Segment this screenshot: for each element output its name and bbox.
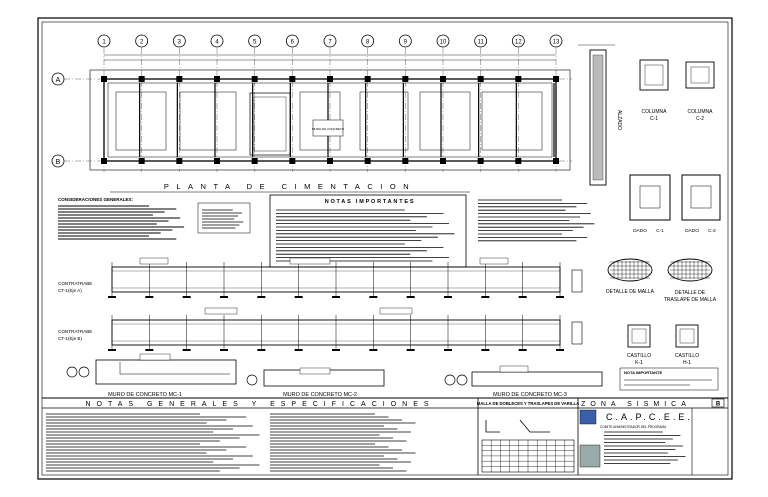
general-notes-title: NOTAS GENERALES Y ESPECIFICACIONES bbox=[85, 401, 434, 408]
axis-bubble-A bbox=[51, 72, 65, 86]
muro-label: MURO DE CONCRETO MC-2 bbox=[283, 392, 357, 398]
muro-details: MURO DE CONCRETO MC-1 MURO DE CONCRETO M… bbox=[66, 353, 603, 398]
plan-rooms bbox=[115, 91, 543, 151]
zona-code: B bbox=[716, 402, 721, 408]
svg-text:MURO DE CONCRETO: MURO DE CONCRETO bbox=[312, 127, 345, 131]
considerations-heading: CONSIDERACIONES GENERALES: bbox=[58, 197, 134, 202]
nota-importante: NOTA IMPORTANTE bbox=[624, 370, 662, 375]
axis-bubble bbox=[549, 34, 563, 48]
axis-number: 2 bbox=[140, 40, 144, 46]
axis-number: 6 bbox=[291, 40, 295, 46]
axis-number: 13 bbox=[553, 40, 560, 46]
axis-bubble bbox=[285, 34, 299, 48]
state-seal bbox=[579, 444, 601, 468]
axis-bubble bbox=[210, 34, 224, 48]
malla-detail-label: DETALLE DE MALLA bbox=[606, 289, 655, 295]
plan-axis-lines bbox=[101, 48, 559, 172]
org-name: C.A.P.C.E.E. bbox=[606, 412, 693, 422]
axis-bubble bbox=[361, 34, 375, 48]
plan-title: PLANTA DE CIMENTACION bbox=[164, 182, 416, 191]
castillo-details: CASTILLO K-1 CASTILLO H-1 NOTA IMPORTANT… bbox=[619, 324, 719, 391]
column-title: COLUMNA bbox=[687, 109, 713, 115]
axis-number: 11 bbox=[478, 40, 485, 46]
axis-letter: A bbox=[56, 77, 61, 84]
contratrabe-code: CT-1(Eje B) bbox=[58, 336, 82, 341]
axis-number: 4 bbox=[215, 40, 219, 46]
section-label: ALZADO bbox=[616, 110, 622, 130]
important-notes-title: NOTAS IMPORTANTES bbox=[325, 199, 416, 205]
axis-bubble-B bbox=[51, 154, 65, 168]
inner-border bbox=[41, 21, 729, 476]
column-code: C-1 bbox=[650, 116, 658, 122]
axis-bubble bbox=[135, 34, 149, 48]
axis-bubble bbox=[398, 34, 412, 48]
axis-bubble bbox=[248, 34, 262, 48]
castillo-code: H-1 bbox=[683, 360, 691, 366]
axis-number: 7 bbox=[328, 40, 332, 46]
castillo-title: CASTILLO bbox=[627, 353, 651, 359]
axis-bubble bbox=[172, 34, 186, 48]
side-section: ALZADO bbox=[578, 44, 622, 186]
axis-number: 9 bbox=[404, 40, 408, 46]
axis-number: 10 bbox=[440, 40, 447, 46]
dado-code: C-1 bbox=[656, 228, 664, 234]
dado-code: C-2 bbox=[708, 228, 716, 234]
axis-number: 12 bbox=[515, 40, 522, 46]
castillo-title: CASTILLO bbox=[675, 353, 699, 359]
axis-number: 8 bbox=[366, 40, 370, 46]
axis-number: 1 bbox=[102, 40, 106, 46]
sheet-border bbox=[37, 17, 733, 480]
contratrabe-code: CT-1(Eje A) bbox=[58, 288, 82, 293]
axis-bubble bbox=[436, 34, 450, 48]
contratrabe-elevations: CONTRATRABE CT-1(Eje A) CONTRATRABE CT-1… bbox=[58, 257, 583, 351]
axis-number: 3 bbox=[178, 40, 182, 46]
column-title: COLUMNA bbox=[641, 109, 667, 115]
traslape-label-1: DETALLE DE bbox=[675, 290, 706, 296]
column-details: COLUMNA C-1 COLUMNA C-2 DADO C-1 DADO C-… bbox=[629, 59, 721, 234]
dado-title: DADO bbox=[685, 228, 699, 234]
malla-table-title: MALLA DE DOBLECES Y TRASLAPES DE VARILLA bbox=[477, 401, 579, 406]
notes-area: CONSIDERACIONES GENERALES: NOTAS IMPORTA… bbox=[58, 194, 595, 268]
contratrabe-label: CONTRATRABE bbox=[58, 329, 92, 334]
axis-bubble bbox=[511, 34, 525, 48]
zona-title: ZONA SISMICA bbox=[581, 401, 691, 408]
contratrabe-label: CONTRATRABE bbox=[58, 281, 92, 286]
muro-label: MURO DE CONCRETO MC-1 bbox=[108, 392, 182, 398]
axis-bubble bbox=[97, 34, 111, 48]
muro-label: MURO DE CONCRETO MC-3 bbox=[493, 392, 567, 398]
dado-title: DADO bbox=[633, 228, 647, 234]
column-code: C-2 bbox=[696, 116, 704, 122]
axis-bubble bbox=[323, 34, 337, 48]
org-subtitle: COMITE ADMINISTRADOR DEL PROGRAMA bbox=[600, 425, 667, 429]
castillo-code: K-1 bbox=[635, 360, 643, 366]
axis-number: 5 bbox=[253, 40, 257, 46]
traslape-label-2: TRASLAPE DE MALLA bbox=[664, 297, 717, 303]
bottom-band: NOTAS GENERALES Y ESPECIFICACIONES MALLA… bbox=[42, 397, 728, 475]
axis-bubble bbox=[474, 34, 488, 48]
axis-letter: B bbox=[56, 159, 61, 166]
malla-details: DETALLE DE MALLA DETALLE DE TRASLAPE DE … bbox=[606, 258, 717, 303]
logo-mark bbox=[579, 409, 597, 425]
